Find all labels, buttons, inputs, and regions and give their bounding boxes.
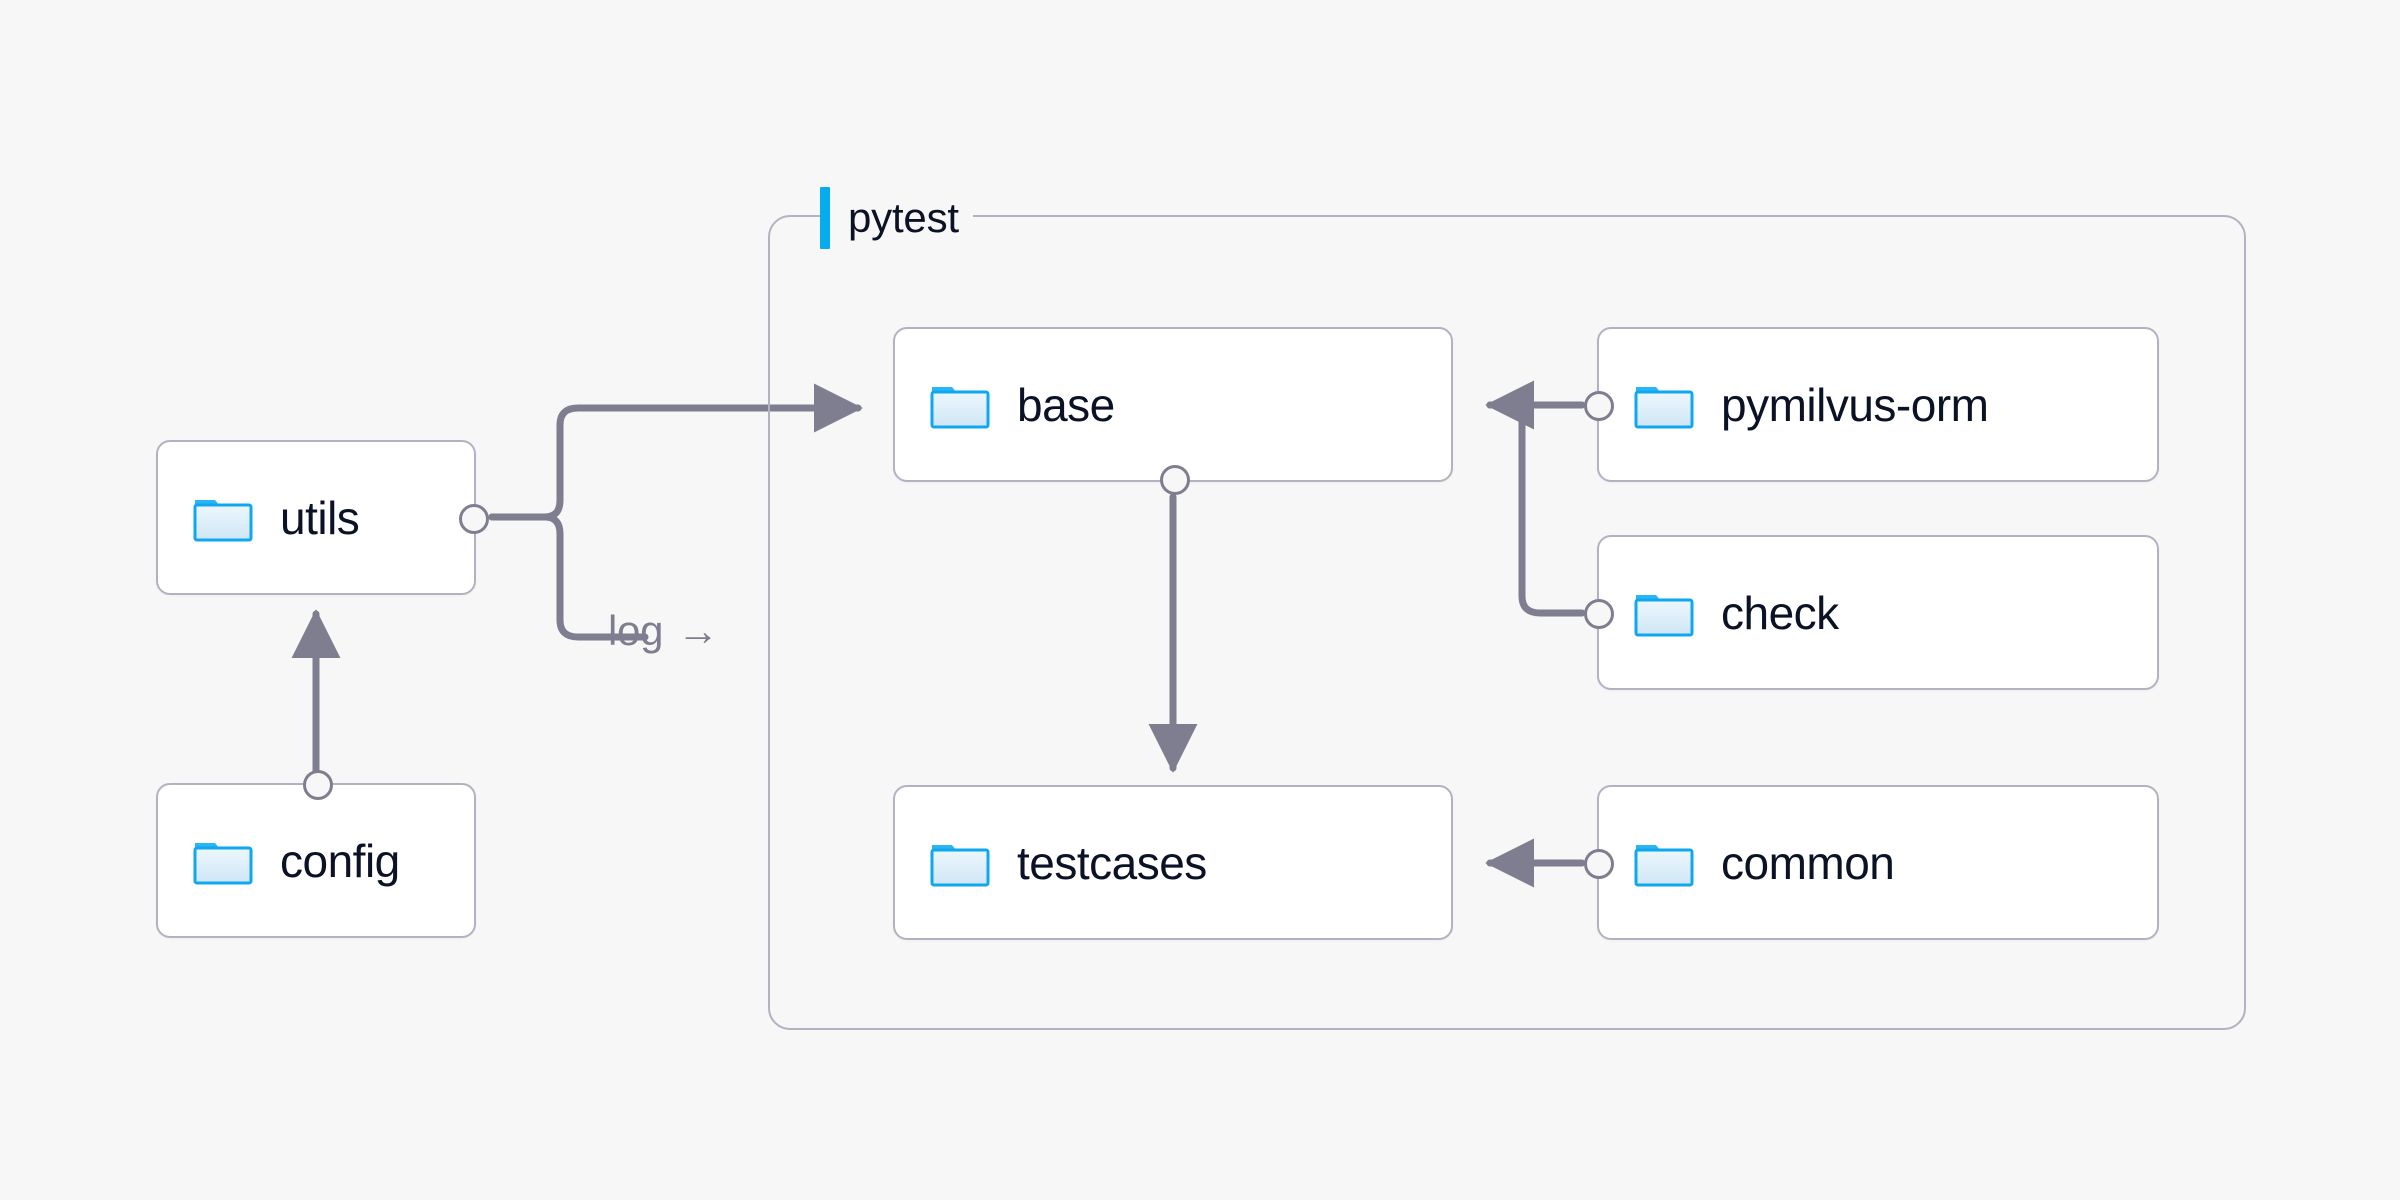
node-config-label: config — [280, 834, 400, 887]
config-port-top[interactable] — [303, 770, 333, 800]
group-pytest-label: pytest — [820, 186, 973, 250]
folder-icon — [930, 386, 990, 428]
node-utils[interactable]: utils — [156, 440, 489, 595]
edge-label-log: log → — [608, 610, 719, 652]
node-pymilvus-orm-label: pymilvus-orm — [1721, 378, 1989, 431]
group-pytest[interactable] — [768, 215, 2246, 1030]
node-base[interactable]: base — [893, 327, 1453, 495]
node-common-label: common — [1721, 836, 1895, 889]
node-testcases-label: testcases — [1017, 836, 1207, 889]
pymilvus-orm-port-left[interactable] — [1584, 391, 1614, 421]
folder-icon — [930, 844, 990, 886]
utils-port-right[interactable] — [459, 504, 489, 534]
folder-icon — [193, 499, 253, 541]
node-check[interactable]: check — [1584, 535, 2159, 690]
folder-icon — [1634, 386, 1694, 428]
folder-icon — [1634, 594, 1694, 636]
node-base-label: base — [1017, 378, 1115, 431]
node-common[interactable]: common — [1584, 785, 2159, 940]
node-pymilvus-orm[interactable]: pymilvus-orm — [1584, 327, 2159, 482]
folder-icon — [1634, 844, 1694, 886]
group-title: pytest — [848, 194, 959, 241]
arrow-right-icon: → — [677, 607, 719, 654]
common-port-left[interactable] — [1584, 849, 1614, 879]
node-check-label: check — [1721, 586, 1839, 639]
edge-label-log-text: log — [608, 607, 664, 654]
check-port-left[interactable] — [1584, 599, 1614, 629]
node-config[interactable]: config — [156, 770, 476, 938]
node-utils-label: utils — [280, 491, 360, 544]
accent-bar-icon — [820, 187, 830, 249]
node-testcases[interactable]: testcases — [893, 785, 1453, 940]
base-port-bottom[interactable] — [1160, 465, 1190, 495]
folder-icon — [193, 842, 253, 884]
